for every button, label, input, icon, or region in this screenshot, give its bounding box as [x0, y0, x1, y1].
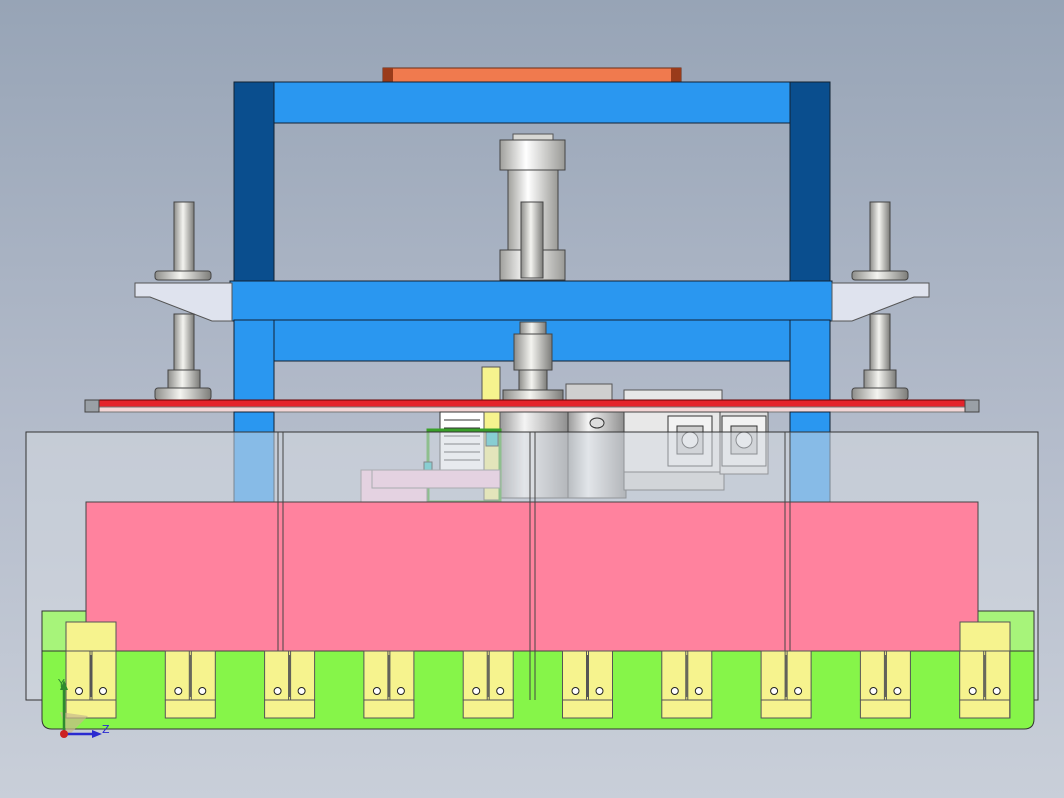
air-cylinder — [499, 133, 566, 281]
clamp — [264, 650, 316, 719]
frame-lower-right-post — [789, 319, 831, 403]
clamp-bolt-icon — [297, 687, 306, 695]
clamp — [562, 650, 613, 719]
frame-left-post — [233, 81, 275, 283]
clamp-bolt-icon — [794, 687, 803, 695]
base-plate-underside — [84, 406, 980, 413]
clamp-bolt-icon — [273, 687, 282, 695]
clamp-bolt-icon — [893, 687, 902, 695]
clamp-bolt-icon — [396, 687, 405, 695]
clamp-bolt-icon — [670, 687, 679, 695]
clamp-row — [65, 650, 1011, 719]
axis-y-arrowhead-icon — [60, 680, 68, 690]
clamp-bolt-icon — [75, 687, 83, 695]
axis-z-label: Z — [102, 723, 110, 736]
clamp — [462, 650, 514, 719]
frame-top-beam — [233, 81, 831, 124]
clamp — [859, 650, 911, 719]
clamp-bolt-icon — [694, 687, 703, 695]
base-plate-left-end — [84, 399, 100, 413]
yellow-spacer — [481, 366, 501, 403]
guide-rod-left — [154, 201, 212, 401]
triad-shade — [60, 712, 88, 736]
clamp-bolt-icon — [472, 687, 481, 695]
pink-panel — [85, 501, 979, 652]
clamp-bolt-icon — [372, 687, 381, 695]
bracket-left — [134, 282, 233, 322]
top-plate-end-left — [383, 68, 393, 83]
clamp-bolt-icon — [869, 687, 878, 695]
gearbox-top — [565, 383, 613, 403]
top-plate — [382, 67, 682, 84]
frame-right-post — [789, 81, 831, 283]
clamp-bolt-icon — [992, 687, 1001, 695]
axis-z-arrowhead-icon — [92, 730, 102, 738]
base-plate-right-end — [964, 399, 980, 413]
clamp-bolt-icon — [496, 687, 505, 695]
clamp — [760, 650, 812, 719]
clamp — [363, 650, 415, 719]
clamp-bolt-icon — [968, 687, 977, 695]
bracket-right — [831, 282, 930, 322]
clamp — [661, 650, 713, 719]
center-shaft — [502, 321, 564, 401]
clamp-bolt-icon — [571, 687, 580, 695]
clamp — [959, 650, 1011, 719]
clamp-bolt-icon — [99, 687, 107, 695]
top-plate-end-right — [671, 68, 681, 83]
clamp-bolt-icon — [595, 687, 604, 695]
guide-rod-right — [851, 201, 909, 401]
clamp — [164, 650, 216, 719]
axis-x-arrow-icon — [60, 730, 68, 738]
clamp-bolt-icon — [770, 687, 779, 695]
clamp — [65, 650, 117, 719]
clamp-bolt-icon — [174, 687, 183, 695]
frame-middle-beam — [229, 280, 833, 322]
axis-y-label: Y — [58, 677, 65, 690]
frame-lower-left-post — [233, 319, 275, 403]
coordinate-triad — [60, 680, 102, 738]
clamp-bolt-icon — [198, 687, 207, 695]
